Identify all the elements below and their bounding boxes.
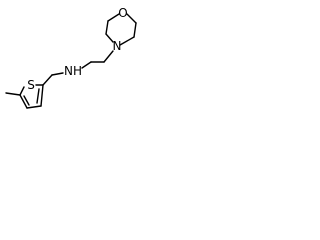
bond-lines — [5, 13, 137, 109]
bond-c2-o — [126, 13, 137, 24]
bond-c1-c2 — [133, 22, 137, 38]
sulfur-atom-label: S — [27, 78, 35, 92]
bond-c4-c3 — [26, 105, 42, 109]
bond-c3-c2-double — [36, 88, 40, 104]
bond-ch2-c2 — [42, 74, 53, 86]
molecule-structure: O N NH S — [5, 6, 137, 109]
bond-c5-c4-double — [23, 95, 30, 106]
bond-c4-n — [105, 33, 114, 43]
bond-nh-ch2 — [51, 72, 64, 76]
bond-o-c3 — [107, 13, 120, 22]
bond-n-c1 — [119, 36, 135, 46]
oxygen-atom-label: O — [118, 6, 127, 20]
atom-labels: O N NH S — [27, 6, 128, 92]
bond-c3-c2 — [40, 84, 44, 107]
amine-nh-label: NH — [64, 64, 82, 78]
ring-nitrogen-atom-label: N — [113, 39, 122, 53]
bond-c5-c4 — [19, 94, 28, 109]
bond-c5-methyl — [5, 92, 21, 96]
bond-c3-c4 — [105, 20, 109, 35]
bond-n-ch2a — [103, 50, 114, 63]
bond-ch2b-nh — [81, 61, 92, 69]
bond-s-c5 — [19, 86, 25, 96]
